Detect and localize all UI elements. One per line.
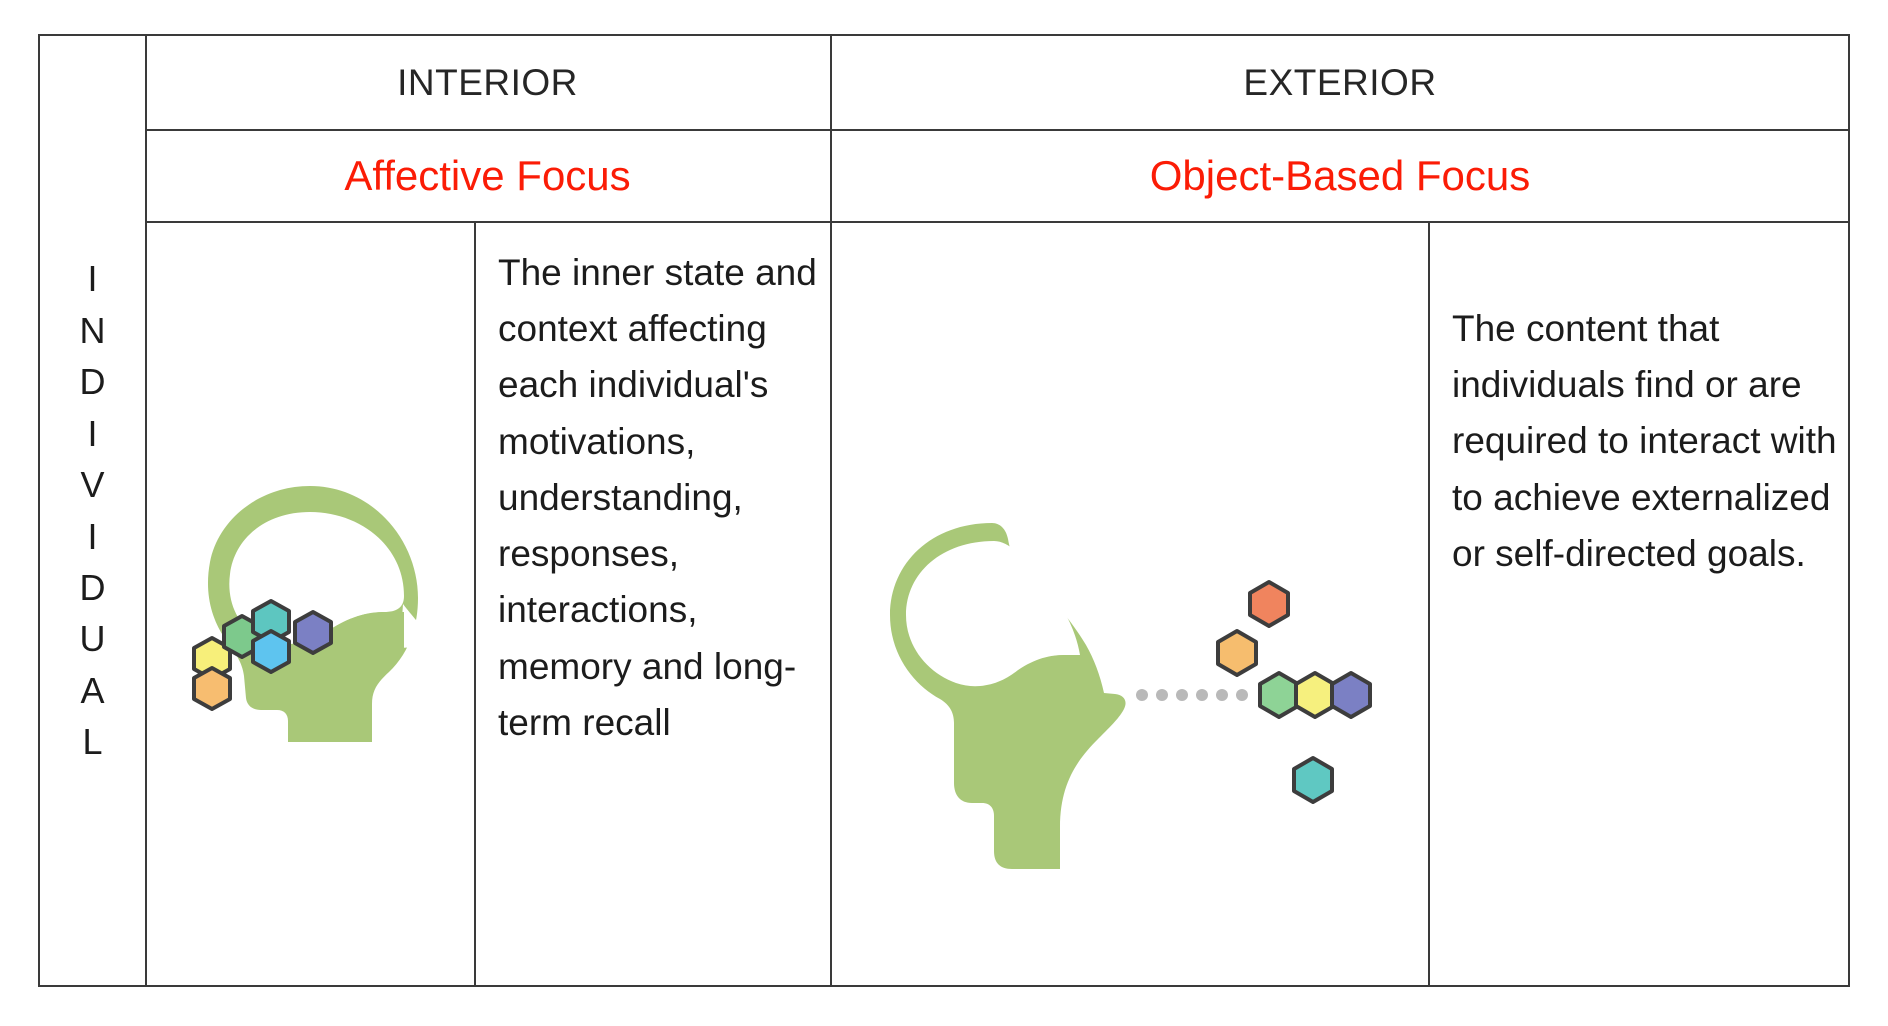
- row-label-letter: A: [80, 669, 105, 711]
- row-label-letter: V: [80, 464, 105, 506]
- row-label-letter: D: [79, 361, 106, 403]
- hexagon-green: [1258, 671, 1300, 719]
- exterior-description-text: The content that individuals find or are…: [1452, 308, 1837, 574]
- divider-focus-row: [145, 221, 1848, 223]
- brain-with-internal-hexagons-icon: [145, 223, 474, 985]
- hexagon-teal: [1292, 756, 1334, 804]
- focus-label-affective: Affective Focus: [344, 152, 631, 199]
- row-label-letter: I: [87, 412, 98, 454]
- hexagon-salmon: [1248, 580, 1290, 628]
- row-label-letter: U: [79, 618, 106, 660]
- cell-exterior-figure: [832, 223, 1428, 985]
- divider-interior-figure-text: [474, 221, 476, 985]
- divider-header-row: [145, 129, 1848, 131]
- hexagon-orange: [1216, 629, 1258, 677]
- row-label-letter: D: [79, 566, 106, 608]
- divider-exterior-figure-text: [1428, 221, 1430, 985]
- row-label-letter: I: [87, 515, 98, 557]
- row-label-letter: L: [82, 721, 103, 763]
- divider-label-column: [145, 36, 147, 985]
- head-silhouette: [890, 523, 1126, 869]
- quadrant-table: I N D I V I D U A L INTERIOR EXTERIOR Af…: [38, 34, 1850, 987]
- row-label-individual: I N D I V I D U A L: [40, 36, 145, 985]
- divider-interior-exterior: [830, 36, 832, 985]
- hexagon-yellow: [1294, 671, 1336, 719]
- column-header-interior: INTERIOR: [397, 61, 578, 103]
- head-with-external-hexagons-icon: [890, 523, 1372, 869]
- row-label-letter: I: [87, 258, 98, 300]
- focus-label-object-based: Object-Based Focus: [1149, 152, 1531, 199]
- column-header-exterior: EXTERIOR: [1243, 61, 1437, 103]
- dotted-sight-line: [1136, 689, 1248, 701]
- cell-exterior-description: The content that individuals find or are…: [1430, 223, 1848, 985]
- row-label-letter: N: [79, 309, 106, 351]
- exterior-hexagon-cluster: [1216, 580, 1372, 804]
- hexagon-purple: [1330, 671, 1372, 719]
- cell-interior-description: The inner state and context affecting ea…: [476, 223, 830, 985]
- interior-description-text: The inner state and context affecting ea…: [498, 252, 817, 743]
- cell-interior-figure: [145, 223, 474, 985]
